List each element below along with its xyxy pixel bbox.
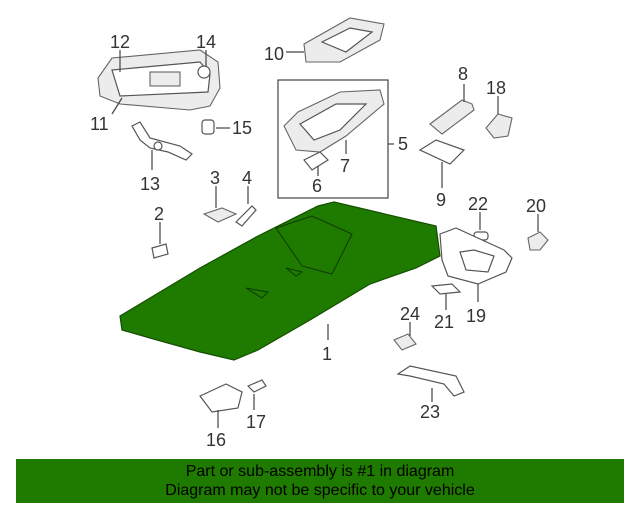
callout-8: 8 <box>458 64 468 84</box>
callout-24: 24 <box>400 304 420 324</box>
banner-line-2: Diagram may not be specific to your vehi… <box>165 482 475 499</box>
callout-3: 3 <box>210 168 220 188</box>
part-bulb-17[interactable] <box>246 379 267 393</box>
callout-14: 14 <box>196 32 216 52</box>
part-map-lamp[interactable] <box>199 383 243 413</box>
part-lamp-8[interactable] <box>429 99 475 135</box>
part-console-bezel[interactable] <box>303 17 385 63</box>
part-console-assembly[interactable] <box>283 89 385 171</box>
callout-17: 17 <box>246 412 266 432</box>
callout-6: 6 <box>312 176 322 196</box>
callout-12: 12 <box>110 32 130 52</box>
callout-18: 18 <box>486 78 506 98</box>
part-mirror-cover-21[interactable] <box>430 283 462 295</box>
part-tape-4[interactable] <box>235 205 257 227</box>
callout-7: 7 <box>340 156 350 176</box>
part-headliner[interactable] <box>119 201 441 361</box>
callout-13: 13 <box>140 174 160 194</box>
callout-20: 20 <box>526 196 546 216</box>
callout-2: 2 <box>154 204 164 224</box>
callout-21: 21 <box>434 312 454 332</box>
callout-11: 11 <box>90 114 109 134</box>
banner-line-1: Part or sub-assembly is #1 in diagram <box>185 463 455 480</box>
parts-diagram: 12 14 11 15 13 10 5 7 6 8 18 9 3 4 2 1 2… <box>90 17 549 450</box>
callout-23: 23 <box>420 402 440 422</box>
part-assist-grip[interactable] <box>396 365 465 397</box>
callout-19: 19 <box>466 306 486 326</box>
callout-15: 15 <box>232 118 252 138</box>
callout-10: 10 <box>264 44 284 64</box>
part-clip-15[interactable] <box>201 119 215 135</box>
part-bracket[interactable] <box>131 121 193 161</box>
callout-16: 16 <box>206 430 226 450</box>
part-holder-20[interactable] <box>527 231 549 251</box>
part-overhead-console[interactable] <box>97 49 221 111</box>
part-clip-24[interactable] <box>393 333 417 351</box>
info-banner: Part or sub-assembly is #1 in diagram Di… <box>16 459 624 503</box>
part-sensor-18[interactable] <box>485 113 513 139</box>
part-pad-3[interactable] <box>202 207 238 223</box>
callout-4: 4 <box>242 168 252 188</box>
part-clip-2[interactable] <box>151 243 169 259</box>
callout-22: 22 <box>468 194 488 214</box>
part-sun-visor[interactable] <box>439 227 513 285</box>
part-lens-9[interactable] <box>418 139 466 165</box>
callout-1: 1 <box>322 344 332 364</box>
callout-5: 5 <box>398 134 408 154</box>
callout-9: 9 <box>436 190 446 210</box>
